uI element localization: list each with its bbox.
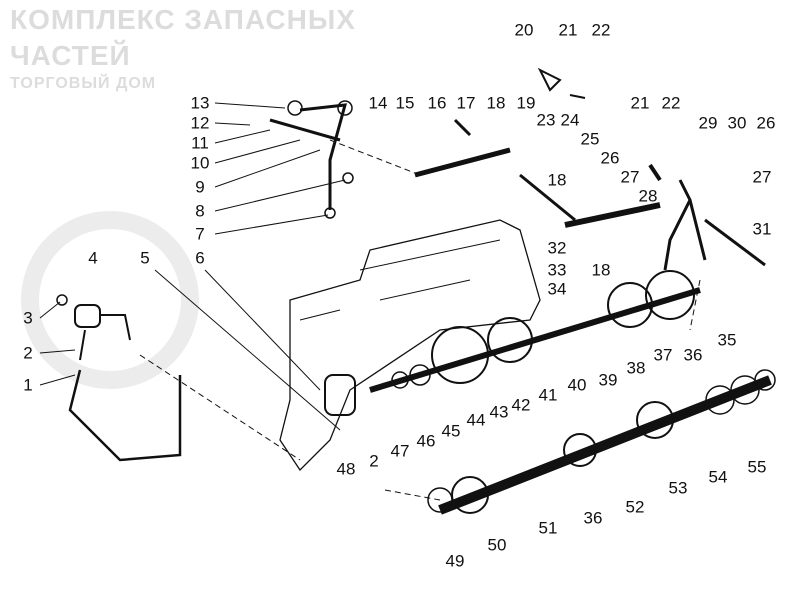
callout-label-18: 18	[547, 170, 567, 190]
lower-shaft	[438, 375, 772, 515]
callout-label-52: 52	[625, 497, 645, 517]
watermark-line3: ТОРГОВЫЙ ДОМ	[10, 75, 157, 92]
callout-label-26: 26	[600, 148, 620, 168]
callout-label-2: 2	[23, 343, 33, 363]
callout-label-17: 17	[456, 93, 476, 113]
callout-label-19: 19	[516, 93, 536, 113]
callout-label-6: 6	[195, 248, 205, 268]
gear	[431, 326, 489, 384]
callout-label-37: 37	[653, 345, 673, 365]
callout-label-45: 45	[441, 421, 461, 441]
callout-label-36: 36	[583, 508, 603, 528]
callout-label-39: 39	[598, 370, 618, 390]
callout-label-21: 21	[630, 93, 650, 113]
bearing-cover	[324, 374, 356, 416]
callout-label-16: 16	[427, 93, 447, 113]
callout-label-49: 49	[445, 551, 465, 571]
callout-label-4: 4	[88, 248, 98, 268]
callout-label-47: 47	[390, 441, 410, 461]
callout-label-54: 54	[708, 467, 728, 487]
callout-label-2: 2	[369, 451, 379, 471]
callout-label-15: 15	[395, 93, 415, 113]
callout-label-3: 3	[23, 308, 33, 328]
shift-rod	[414, 147, 511, 178]
callout-label-42: 42	[511, 395, 531, 415]
callout-label-46: 46	[416, 431, 436, 451]
gear	[487, 317, 533, 363]
gear	[563, 433, 597, 467]
callout-label-35: 35	[717, 330, 737, 350]
gear	[645, 270, 695, 320]
valve-body	[74, 304, 101, 328]
gearbox-housing	[279, 219, 541, 472]
shift-lever	[269, 103, 348, 210]
callout-label-27: 27	[752, 167, 772, 187]
callout-label-53: 53	[668, 478, 688, 498]
callout-label-51: 51	[538, 518, 558, 538]
callout-label-50: 50	[487, 535, 507, 555]
callout-label-21: 21	[558, 20, 578, 40]
callout-label-33: 33	[547, 260, 567, 280]
callout-label-29: 29	[698, 113, 718, 133]
callout-label-26: 26	[756, 113, 776, 133]
watermark-line1: КОМПЛЕКС ЗАПАСНЫХ	[10, 4, 356, 35]
callout-label-36: 36	[683, 345, 703, 365]
callout-label-10: 10	[190, 153, 210, 173]
gear	[636, 401, 674, 439]
callout-label-8: 8	[195, 201, 205, 221]
callout-label-38: 38	[626, 358, 646, 378]
callout-label-13: 13	[190, 93, 210, 113]
watermark-line2: ЧАСТЕЙ	[10, 40, 131, 71]
callout-label-5: 5	[140, 248, 150, 268]
callout-label-22: 22	[661, 93, 681, 113]
callout-label-43: 43	[489, 402, 509, 422]
callout-label-34: 34	[547, 279, 567, 299]
callout-label-28: 28	[638, 186, 658, 206]
callout-label-27: 27	[620, 167, 640, 187]
callout-label-12: 12	[190, 113, 210, 133]
callout-label-48: 48	[336, 459, 356, 479]
callout-label-1: 1	[23, 375, 33, 395]
callout-label-25: 25	[580, 129, 600, 149]
shift-fork	[663, 179, 707, 271]
oil-pipe	[68, 369, 182, 462]
callout-label-31: 31	[752, 219, 772, 239]
callout-label-24: 24	[560, 110, 580, 130]
callout-label-7: 7	[195, 224, 205, 244]
callout-label-40: 40	[567, 375, 587, 395]
callout-label-55: 55	[747, 457, 767, 477]
callout-label-14: 14	[368, 93, 388, 113]
callout-label-41: 41	[538, 385, 558, 405]
callout-label-23: 23	[536, 110, 556, 130]
callout-label-20: 20	[514, 20, 534, 40]
callout-label-22: 22	[591, 20, 611, 40]
callout-label-18: 18	[591, 260, 611, 280]
callout-label-32: 32	[547, 238, 567, 258]
gear	[607, 282, 653, 328]
callout-label-18: 18	[486, 93, 506, 113]
callout-label-11: 11	[191, 133, 209, 153]
watermark-gear-logo	[21, 211, 199, 389]
callout-label-44: 44	[466, 410, 486, 430]
callout-label-9: 9	[195, 177, 205, 197]
callout-label-30: 30	[727, 113, 747, 133]
gear	[451, 476, 489, 514]
upper-shaft	[369, 287, 701, 393]
